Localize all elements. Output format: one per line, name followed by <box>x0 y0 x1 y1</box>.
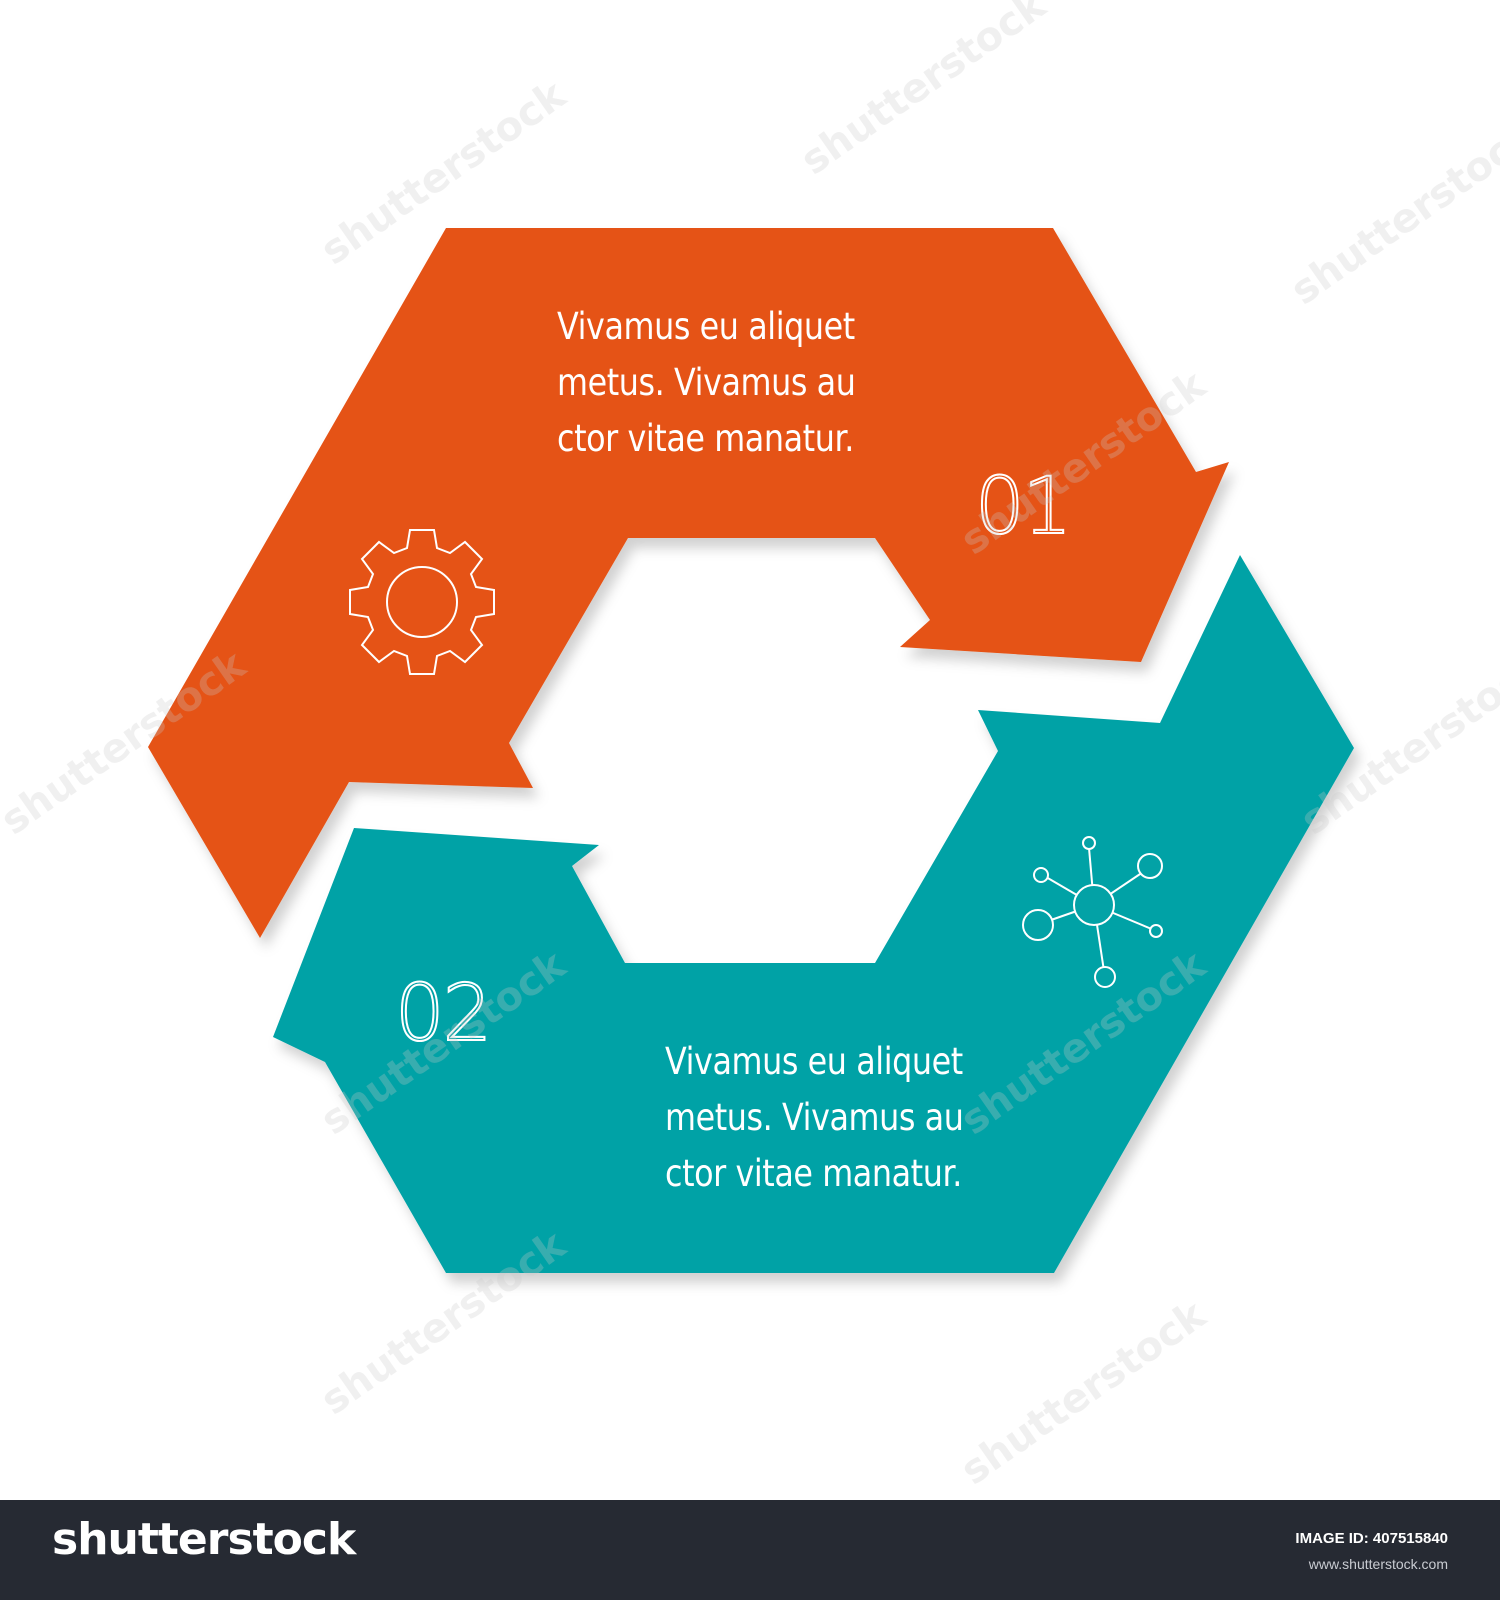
step-02-text-line: metus. Vivamus au <box>665 1096 964 1139</box>
step-02-number: 02 <box>394 969 493 1059</box>
footer-url: www.shutterstock.com <box>1308 1556 1448 1572</box>
network-icon <box>1022 836 1163 988</box>
step-01-description: Vivamus eu aliquet metus. Vivamus au cto… <box>557 299 856 467</box>
footer-bar: shutterstock IMAGE ID: 407515840 www.shu… <box>0 1500 1500 1600</box>
step-01-arrow-shape <box>148 228 1229 938</box>
step-01-text-line: metus. Vivamus au <box>557 361 856 404</box>
step-02-text-line: Vivamus eu aliquet <box>665 1040 963 1083</box>
cycle-diagram <box>148 228 1354 1273</box>
footer-logo: shutterstock <box>52 1514 356 1565</box>
image-id-label: IMAGE ID: 407515840 <box>1295 1530 1448 1547</box>
step-02-text-line: ctor vitae manatur. <box>665 1152 962 1195</box>
step-02-arrow-shape <box>273 555 1354 1273</box>
infographic-canvas: Vivamus eu aliquet metus. Vivamus au cto… <box>0 0 1500 1495</box>
step-01-text-line: Vivamus eu aliquet <box>557 305 855 348</box>
step-01-text-line: ctor vitae manatur. <box>557 417 854 460</box>
gear-icon <box>349 529 495 675</box>
step-02-description: Vivamus eu aliquet metus. Vivamus au cto… <box>665 1034 964 1202</box>
step-01-number: 01 <box>974 462 1073 552</box>
